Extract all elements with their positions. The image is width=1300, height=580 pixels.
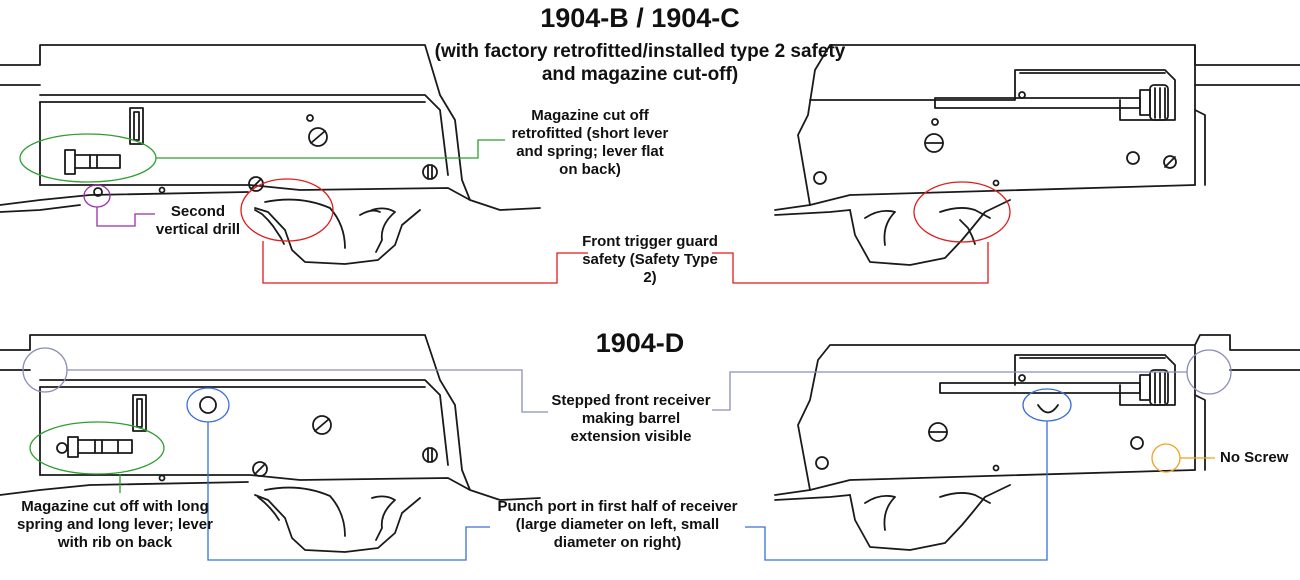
callout-no-screw: [1151, 443, 1215, 473]
receiver-bc-right: [774, 44, 1300, 266]
callout-punch-port: [186, 387, 1072, 561]
callout-mag-cutoff-bc: [19, 133, 505, 183]
label-no-screw: No Screw: [1220, 449, 1289, 466]
label-stepped-receiver: Stepped front receiver making barrel ext…: [551, 392, 711, 445]
title-1904-d: 1904-D: [595, 328, 685, 358]
callout-stepped-receiver: [22, 347, 1232, 413]
receiver-d-left: [0, 334, 541, 553]
label-punch-port: Punch port in first half of receiver (la…: [497, 498, 738, 551]
label-trigger-safety: Front trigger guard safety (Safety Type …: [582, 233, 718, 286]
receiver-d-right: [774, 334, 1300, 551]
subtitle-1904-bc: (with factory retrofitted/installed type…: [434, 41, 846, 86]
label-mag-cutoff-bc: Magazine cut off retrofitted (short leve…: [511, 107, 669, 178]
receiver-bc-left: [0, 44, 541, 265]
label-second-drill: Second vertical drill: [155, 203, 241, 238]
callout-trigger-safety: [240, 178, 1011, 284]
title-1904-bc: 1904-B / 1904-C: [540, 3, 740, 33]
callout-mag-cutoff-d: [29, 421, 165, 493]
label-mag-cutoff-d: Magazine cut off with long spring and lo…: [17, 498, 213, 551]
callout-second-drill: [83, 184, 155, 227]
